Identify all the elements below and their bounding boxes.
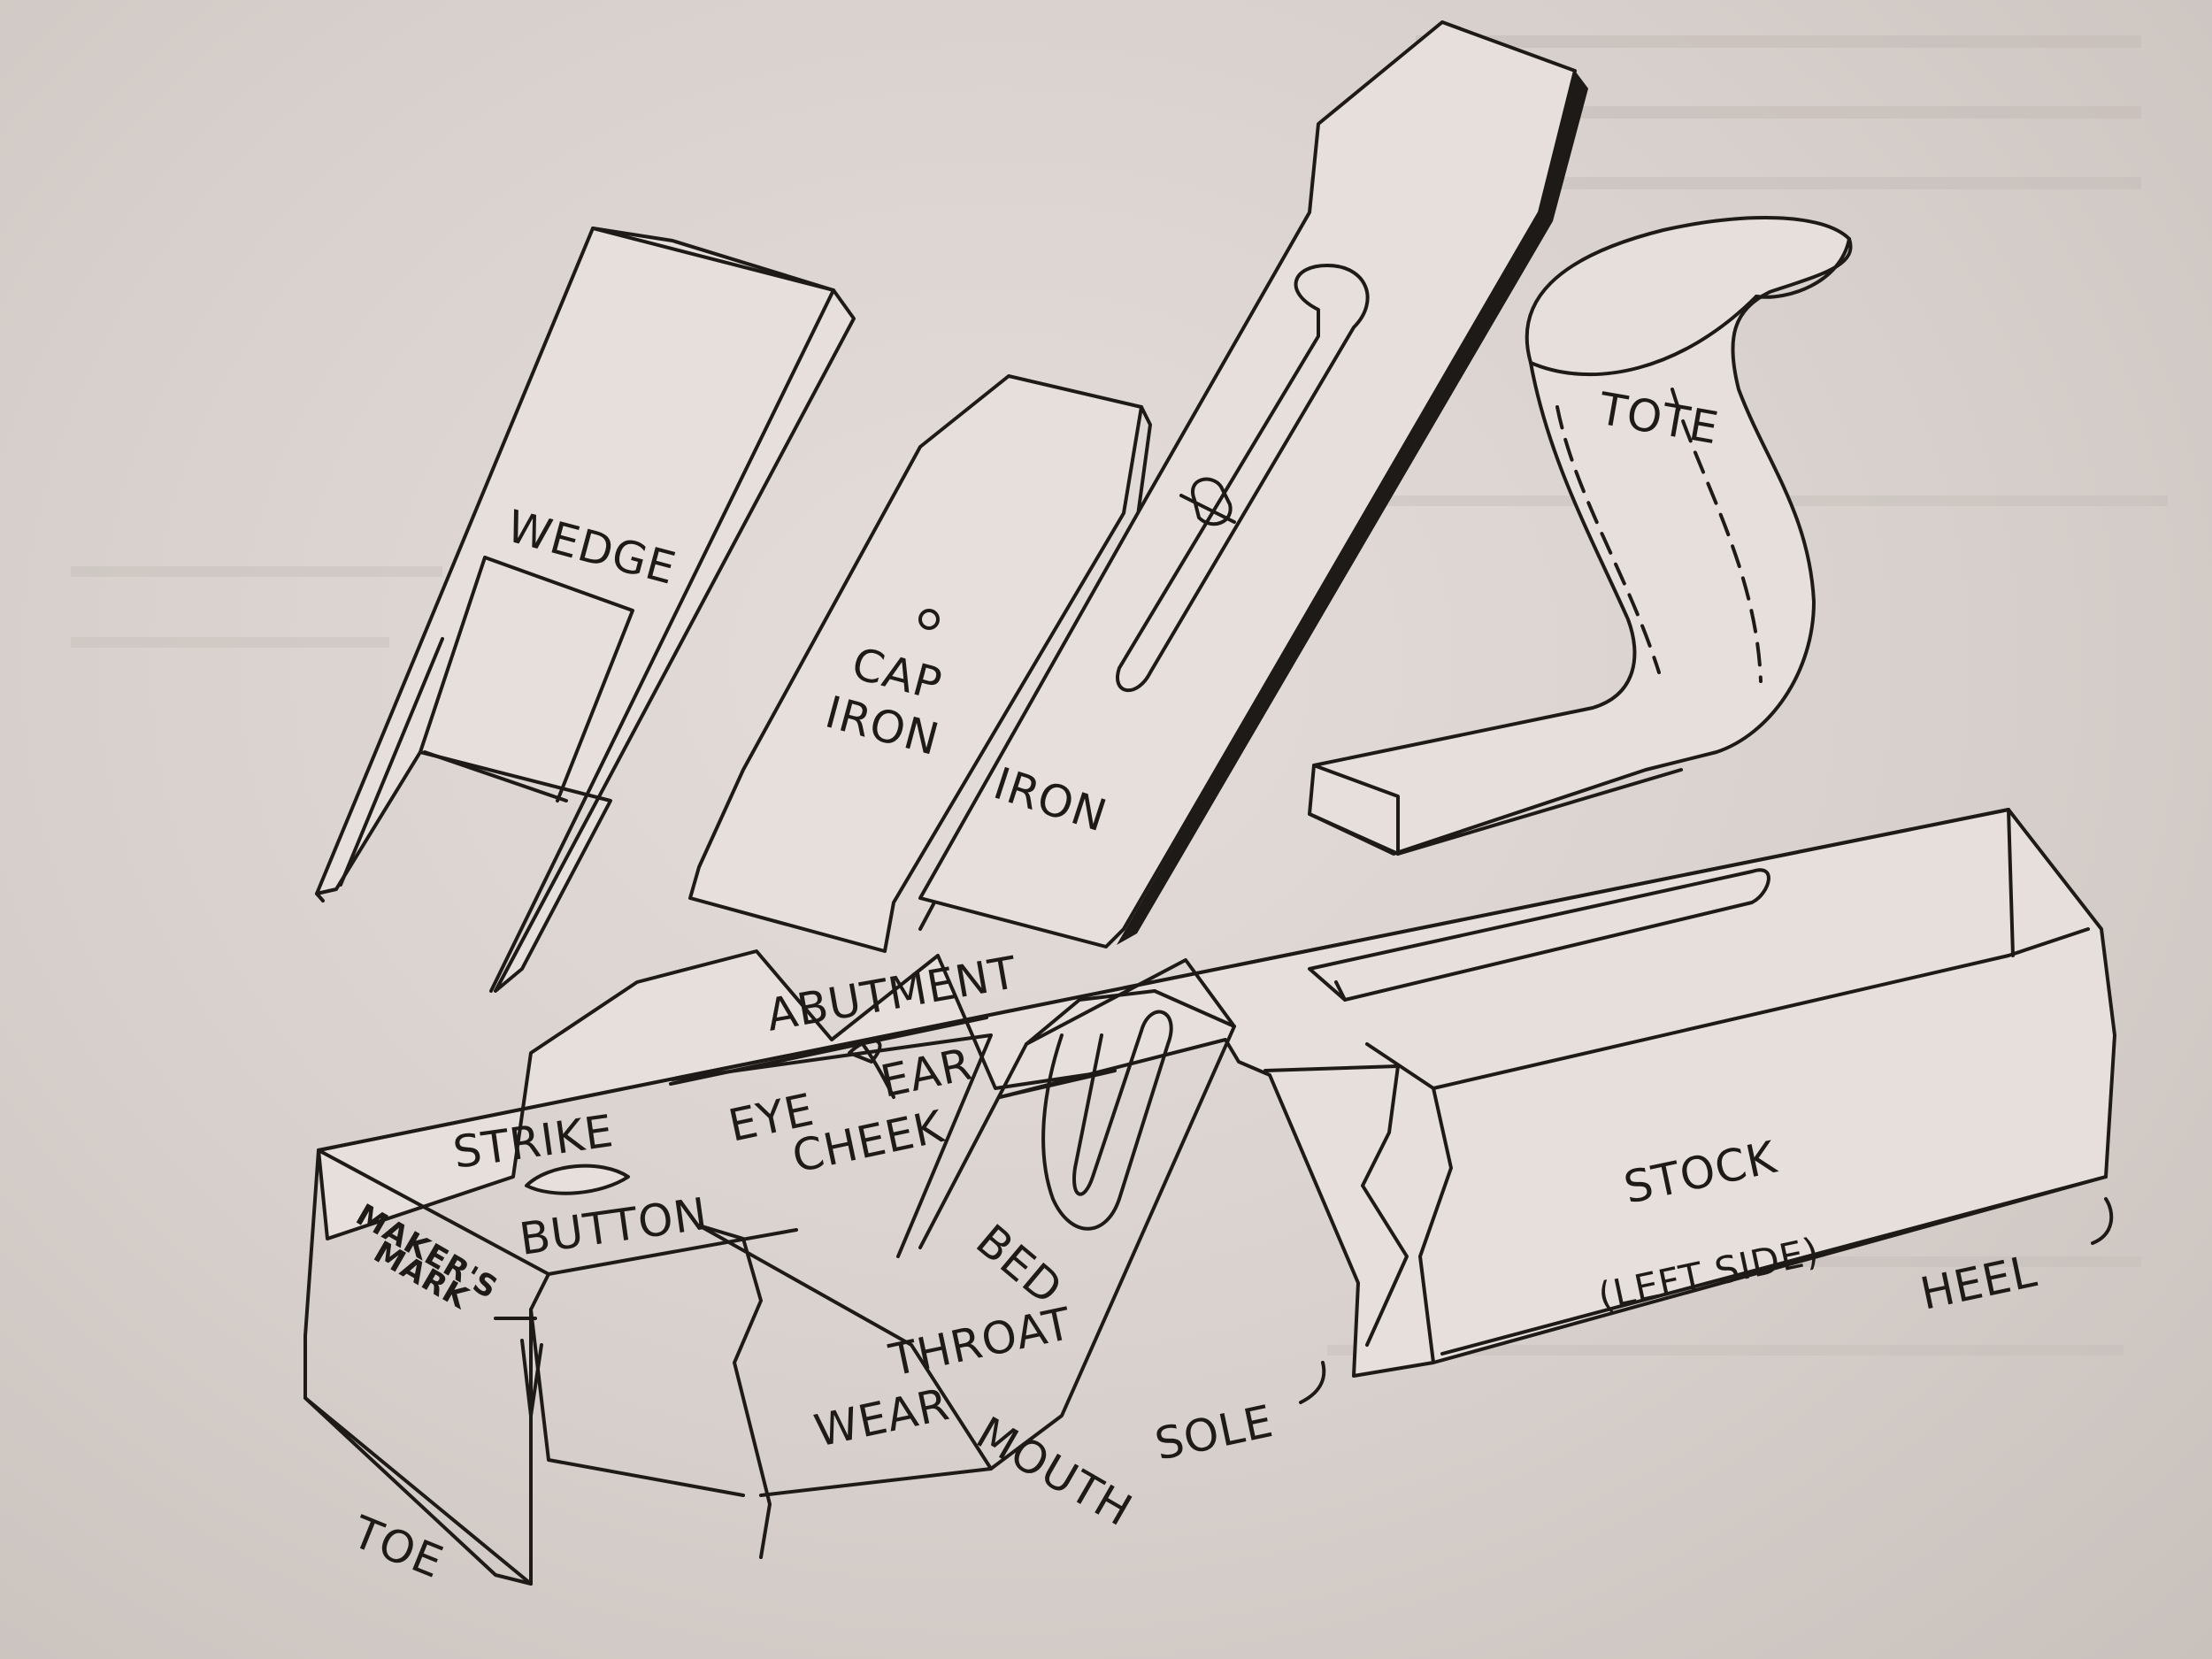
tote-part <box>1308 216 1853 856</box>
label-throat: THROAT <box>884 1298 1076 1386</box>
stock-body <box>303 808 2116 1586</box>
label-button: BUTTON <box>517 1188 711 1265</box>
label-mouth: MOUTH <box>968 1407 1141 1536</box>
label-sole: SOLE <box>1150 1395 1278 1471</box>
iron-part <box>918 20 1588 949</box>
wedge-part <box>315 227 856 993</box>
label-wear: WEAR <box>810 1379 954 1457</box>
